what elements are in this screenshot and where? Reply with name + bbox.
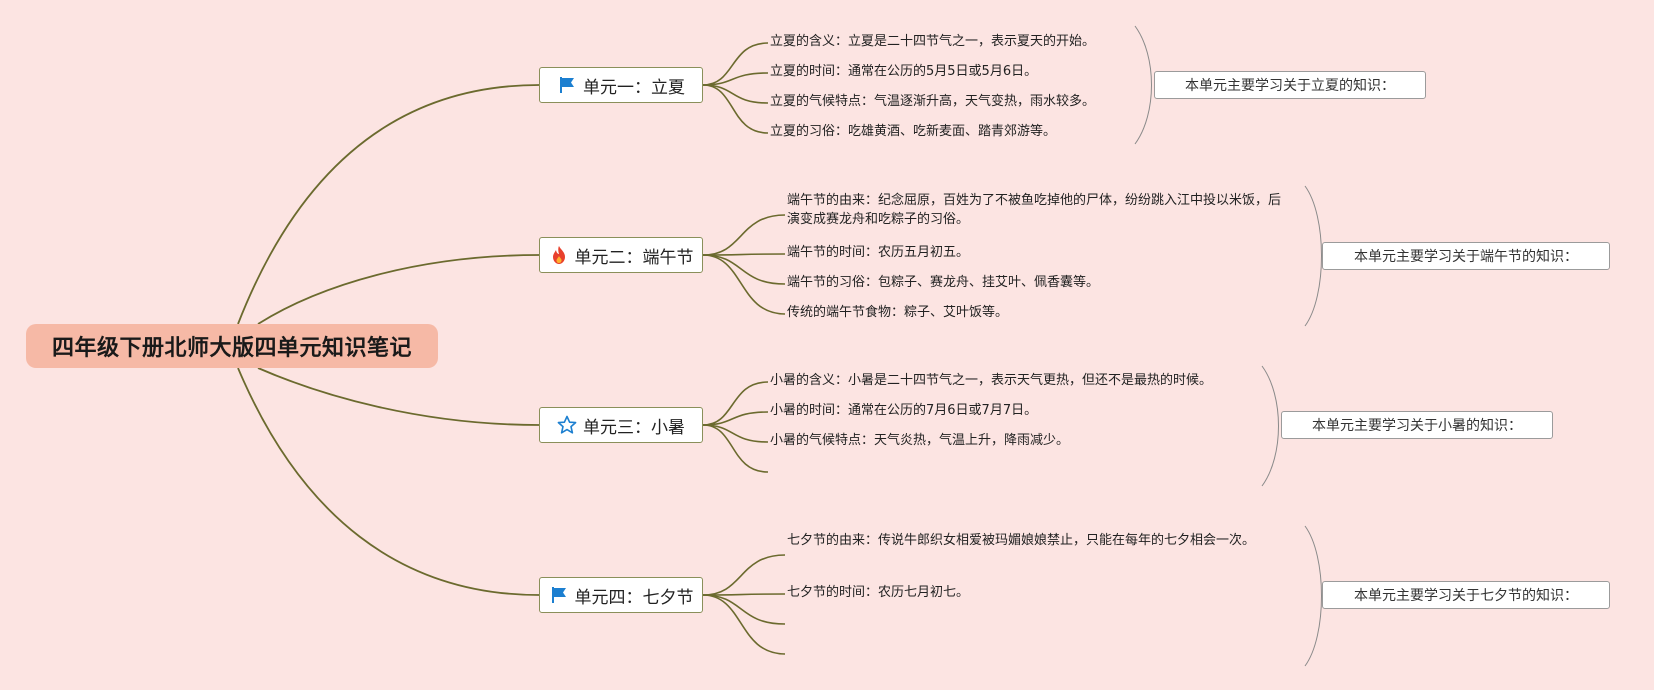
leaf-text: 立夏的含义：立夏是二十四节气之一，表示夏天的开始。 (770, 34, 1096, 49)
unit-summary-1[interactable]: 本单元主要学习关于立夏的知识： (1154, 71, 1426, 99)
leaf-text: 七夕节的时间：农历七月初七。 (787, 585, 970, 600)
leaf-branch-line (702, 254, 786, 285)
unit-summary-4[interactable]: 本单元主要学习关于七夕节的知识： (1322, 581, 1610, 609)
summary-bracket (1134, 25, 1152, 145)
leaf-text: 小暑的含义：小暑是二十四节气之一，表示天气更热，但还不是最热的时候。 (770, 373, 1213, 388)
leaf-branch-line (702, 214, 786, 256)
leaf-branch-line (702, 424, 769, 473)
unit-summary-3[interactable]: 本单元主要学习关于小暑的知识： (1281, 411, 1553, 439)
leaf-text: 小暑的时间：通常在公历的7月6日或7月7日。 (770, 403, 1038, 418)
leaf-branch-line (702, 254, 786, 315)
root-branch-line (237, 84, 540, 325)
unit-node-3[interactable]: 单元三：小暑 (539, 407, 703, 443)
leaf-text: 传统的端午节食物：粽子、艾叶饭等。 (787, 305, 1009, 320)
leaf-branch-line (702, 42, 769, 86)
leaf-text: 立夏的习俗：吃雄黄酒、吃新麦面、踏青郊游等。 (770, 124, 1057, 139)
blue-flag-icon (557, 75, 577, 95)
leaf-branch-line (702, 594, 786, 625)
unit-label: 单元四：七夕节 (574, 587, 694, 608)
leaf-branch-line (702, 424, 769, 443)
unit-label: 单元二：端午节 (574, 247, 694, 268)
summary-bracket (1304, 525, 1322, 667)
leaf-branch-line (702, 554, 786, 596)
leaf-branch-line (702, 593, 786, 596)
summary-bracket (1304, 185, 1322, 327)
leaf-branch-line (702, 84, 769, 134)
unit-node-4[interactable]: 单元四：七夕节 (539, 577, 703, 613)
leaf-text: 端午节的由来：纪念屈原，百姓为了不被鱼吃掉他的尸体，纷纷跳入江中投以米饭，后演变… (787, 193, 1282, 227)
leaf-text: 端午节的时间：农历五月初五。 (787, 245, 970, 260)
leaf-text: 立夏的时间：通常在公历的5月5日或5月6日。 (770, 64, 1038, 79)
unit-node-2[interactable]: 单元二：端午节 (539, 237, 703, 273)
blue-flag-icon (549, 585, 569, 605)
leaf-text: 七夕节的由来：传说牛郎织女相爱被玛媚娘娘禁止，只能在每年的七夕相会一次。 (787, 533, 1256, 548)
root-branch-line (237, 367, 540, 596)
unit-label: 单元一：立夏 (583, 77, 685, 98)
leaf-branch-line (702, 253, 786, 256)
unit-summary-2[interactable]: 本单元主要学习关于端午节的知识： (1322, 242, 1610, 270)
root-topic[interactable]: 四年级下册北师大版四单元知识笔记 (26, 324, 438, 368)
leaf-branch-line (702, 72, 769, 86)
leaf-text: 小暑的气候特点：天气炎热，气温上升，降雨减少。 (770, 433, 1070, 448)
star-outline-icon (557, 415, 577, 435)
root-branch-line (257, 367, 540, 426)
leaf-branch-line (702, 411, 769, 426)
leaf-text: 端午节的习俗：包粽子、赛龙舟、挂艾叶、佩香囊等。 (787, 275, 1100, 290)
leaf-branch-line (702, 84, 769, 104)
unit-label: 单元三：小暑 (583, 417, 685, 438)
unit-node-1[interactable]: 单元一：立夏 (539, 67, 703, 103)
summary-bracket (1261, 365, 1279, 487)
leaf-branch-line (702, 381, 769, 426)
leaf-branch-line (702, 594, 786, 655)
root-branch-line (257, 254, 540, 325)
fire-icon (549, 245, 569, 265)
leaf-text: 立夏的气候特点：气温逐渐升高，天气变热，雨水较多。 (770, 94, 1096, 109)
